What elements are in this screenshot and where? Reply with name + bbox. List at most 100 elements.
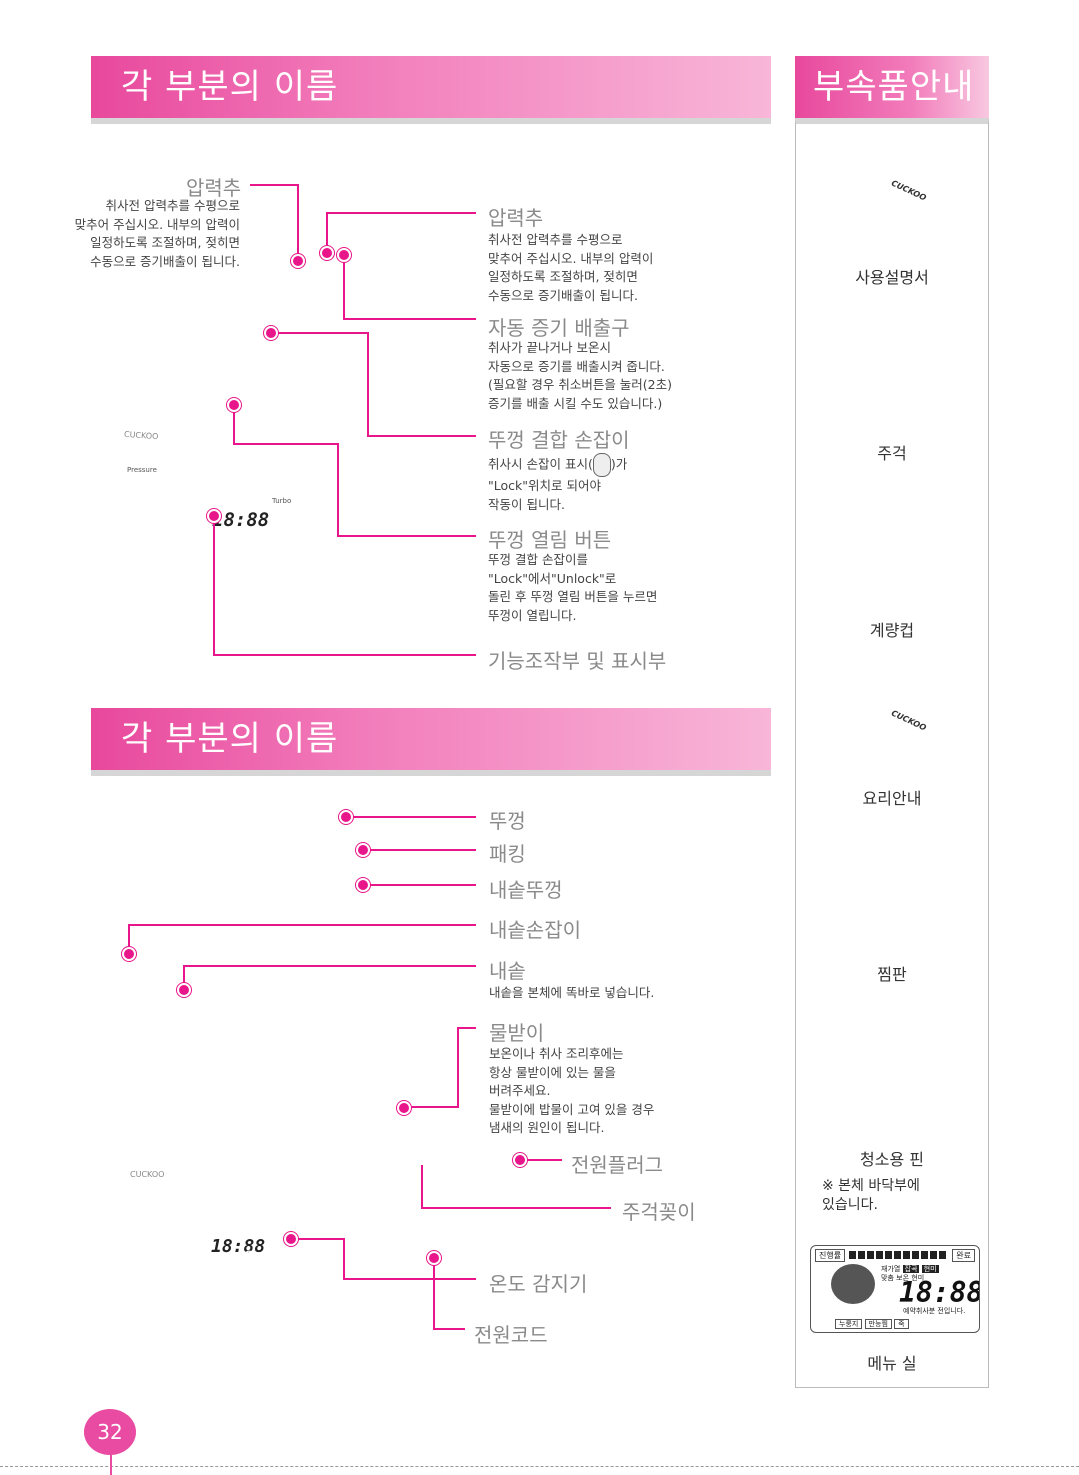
callout-water-tray-desc: 보온이나 취사 조리후에는 항상 물받이에 있는 물을 버려주세요. 물받이에 … xyxy=(489,1046,655,1135)
menu-display-row2-b: 보온 xyxy=(896,1274,910,1282)
menu-display-reserve: 예약취사분 전입니다. xyxy=(903,1307,966,1315)
menu-display-progress-bar xyxy=(849,1251,949,1259)
leader-line xyxy=(297,184,299,260)
menu-display-row2-c: 현미 xyxy=(911,1274,925,1282)
menu-display-cooker-icon xyxy=(831,1264,875,1304)
leader-dot xyxy=(320,246,334,260)
leader-dot xyxy=(339,810,353,824)
accessories-panel xyxy=(795,118,989,1388)
leader-dot xyxy=(264,326,278,340)
menu-display-row1: 재가열 잡곡 현미 xyxy=(881,1264,939,1274)
leader-dot xyxy=(356,878,370,892)
leader-line xyxy=(128,924,130,952)
leader-dot xyxy=(291,254,305,268)
callout-auto-steam-title: 자동 증기 배출구 xyxy=(488,316,630,340)
open-cooker-display-time: 18:88 xyxy=(211,1236,266,1257)
callout-inner-lid: 내솥뚜껑 xyxy=(489,878,563,902)
cooker-pressure-label: Pressure xyxy=(127,466,157,474)
leader-line xyxy=(362,884,476,886)
leader-line xyxy=(458,1027,476,1029)
menu-display-top-row: 진행률 완료 xyxy=(815,1248,975,1262)
callout-lid-handle-title: 뚜껑 결합 손잡이 xyxy=(488,428,630,452)
menu-display-done-label: 완료 xyxy=(952,1248,975,1262)
leader-line xyxy=(343,254,345,320)
menu-display-row1-a: 재가열 xyxy=(881,1265,901,1273)
footer-divider xyxy=(0,1466,1079,1467)
leader-dot xyxy=(397,1101,411,1115)
footer-marker xyxy=(110,1455,112,1475)
menu-display-row2-a: 맞춤 xyxy=(881,1274,894,1282)
leader-line xyxy=(520,1159,562,1161)
leader-line xyxy=(421,1207,611,1209)
section2-title: 각 부분의 이름 xyxy=(121,719,339,759)
page-number-badge: 32 xyxy=(84,1409,136,1455)
leader-line xyxy=(326,212,328,252)
leader-line xyxy=(290,1238,344,1240)
open-cooker-menu-button: Menu xyxy=(131,1222,162,1233)
cooker-soak-button: Soak xyxy=(125,547,147,556)
menu-display-row1-c: 현미 xyxy=(921,1265,939,1273)
menu-display-bottom-c: 죽 xyxy=(894,1319,909,1329)
callout-pressure-weight-desc: 취사전 압력추를 수평으로 맞추어 주십시오. 내부의 압력이 일정하도록 조절… xyxy=(488,232,654,303)
callout-temp-sensor: 온도 감지기 xyxy=(489,1272,588,1296)
accessories-banner: 부속품안내 xyxy=(795,56,989,118)
menu-display-bottom-b: 만능찜 xyxy=(864,1319,892,1329)
callout-water-tray: 물받이 xyxy=(489,1021,545,1045)
accessory-cleaning-pin: 청소용 핀 xyxy=(860,1150,924,1169)
callout-control-title: 기능조작부 및 표시부 xyxy=(488,649,667,673)
cleaning-pin-note: ※ 본체 바닥부에 있습니다. xyxy=(822,1178,920,1213)
callout-spoon-holder: 주걱꽂이 xyxy=(622,1200,696,1224)
open-cooker-brand: CUCKOO xyxy=(130,1170,165,1179)
callout-inner-pot: 내솥 xyxy=(489,959,526,983)
accessory-measuring-cup: 계량컵 xyxy=(869,621,915,640)
menu-display-row1-b: 잡곡 xyxy=(902,1265,920,1273)
lid-handle-desc-part1: 취사시 손잡이 표시( xyxy=(488,456,593,472)
leader-line xyxy=(405,1106,459,1108)
callout-pressure-weight-left-title: 압력추 xyxy=(186,176,242,200)
leader-line xyxy=(421,1165,423,1209)
leader-line xyxy=(457,1027,459,1107)
callout-lid: 뚜껑 xyxy=(489,809,526,833)
leader-line xyxy=(433,1258,435,1330)
leader-line xyxy=(343,1238,345,1279)
leader-line xyxy=(433,1328,465,1330)
callout-packing: 패킹 xyxy=(489,842,526,866)
leader-line xyxy=(367,332,369,436)
leader-line xyxy=(362,849,476,851)
open-cooker-cancel-button: Cancel xyxy=(245,1250,279,1260)
callout-inner-pot-handle: 내솥손잡이 xyxy=(489,918,581,942)
menu-display-bottom-a: 누룽지 xyxy=(835,1319,863,1329)
cooker-timer-button: Timer xyxy=(195,565,221,574)
accessory-manual: 사용설명서 xyxy=(855,268,929,287)
cooker-turbo-label: Turbo xyxy=(272,497,292,505)
menu-display-row2: 맞춤 보온 현미 xyxy=(881,1273,924,1283)
leader-line xyxy=(337,535,476,537)
callout-auto-steam-desc: 취사가 끝나거나 보온시 자동으로 증기를 배출시켜 줍니다. (필요할 경우 … xyxy=(488,340,673,411)
accessory-spoon: 주걱 xyxy=(877,444,907,463)
section1-banner-shadow xyxy=(91,118,771,124)
accessory-steam-plate: 찜판 xyxy=(877,965,907,984)
leader-dot xyxy=(427,1251,441,1265)
leader-line xyxy=(213,654,476,656)
menu-display-progress-label: 진행률 xyxy=(815,1248,846,1262)
leader-dot xyxy=(356,843,370,857)
menu-display-bottom-row: 누룽지 만능찜 죽 xyxy=(835,1319,909,1329)
leader-line xyxy=(337,443,339,536)
cooker-display-time: 18:88 xyxy=(212,509,270,531)
leader-dot xyxy=(513,1153,527,1167)
leader-line xyxy=(326,212,476,214)
leader-line xyxy=(345,816,476,818)
cooker-cancel-button: Cancel xyxy=(263,526,297,536)
cooker-gaba-button: GABA xyxy=(231,572,253,580)
callout-lid-open-title: 뚜껑 열림 버튼 xyxy=(488,528,612,552)
callout-lid-handle-desc: 취사시 손잡이 표시()가 "Lock"위치로 되어야 작동이 됩니다. xyxy=(488,453,738,514)
callout-power-plug: 전원플러그 xyxy=(571,1153,663,1177)
leader-line xyxy=(183,965,476,967)
menu-display-time: 18:88 xyxy=(899,1276,980,1309)
callout-pressure-weight-left-desc: 취사전 압력추를 수평으로 맞추어 주십시오. 내부의 압력이 일정하도록 조절… xyxy=(74,198,240,269)
cooker-menu-button: Menu xyxy=(126,495,157,506)
accessory-recipe-guide: 요리안내 xyxy=(862,789,922,808)
lid-handle-marker-icon xyxy=(592,453,611,477)
callout-pressure-weight-title: 압력추 xyxy=(488,206,544,230)
section2-banner: 각 부분의 이름 xyxy=(91,708,771,770)
